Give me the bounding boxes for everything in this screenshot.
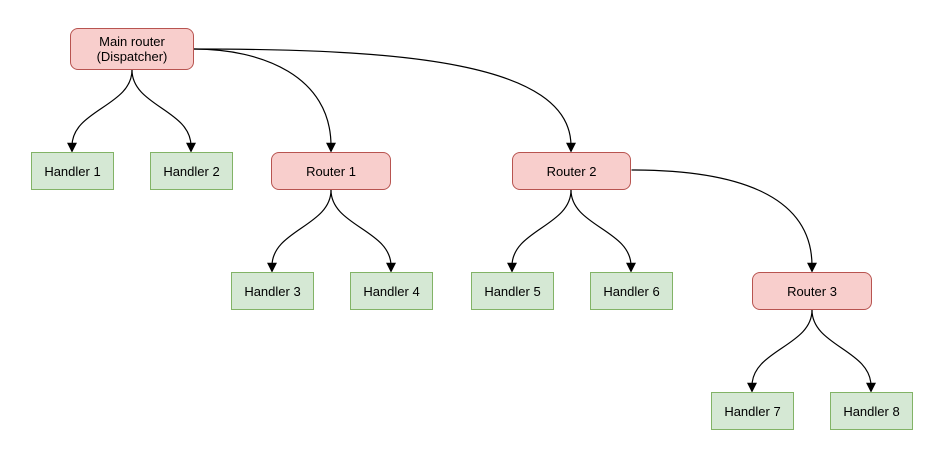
node-handler-8[interactable]: Handler 8 [830,392,913,430]
edge-router-2-to-handler-6 [570,189,636,273]
edge-router-1-to-handler-3-arrowhead-icon [267,262,277,273]
edge-router-1-to-handler-4-arrowhead-icon [386,262,396,273]
node-handler-4[interactable]: Handler 4 [350,272,433,310]
edge-main-to-router-2 [193,48,576,153]
edge-main-to-router-2-arrowhead-icon [566,142,576,153]
node-main-router[interactable]: Main router (Dispatcher) [70,28,194,70]
edge-router-1-to-handler-3-path [271,189,332,267]
node-handler-6[interactable]: Handler 6 [590,272,673,310]
node-handler-5[interactable]: Handler 5 [471,272,554,310]
edge-main-to-handler-1-path [71,69,133,147]
edge-router-3-to-handler-8 [811,309,876,393]
edge-router-3-to-handler-7 [747,309,813,393]
edge-router-2-to-router-3-path [631,169,813,267]
edge-router-3-to-handler-7-arrowhead-icon [747,382,757,393]
edge-main-to-handler-2-path [131,69,192,147]
edge-main-to-handler-2 [131,69,196,153]
edge-router-3-to-handler-8-path [811,309,872,387]
edge-main-to-handler-2-arrowhead-icon [186,142,196,153]
node-handler-3[interactable]: Handler 3 [231,272,314,310]
node-router-1[interactable]: Router 1 [271,152,391,190]
node-router-3[interactable]: Router 3 [752,272,872,310]
edge-router-2-to-handler-6-path [570,189,632,267]
edge-router-3-to-handler-7-path [751,309,813,387]
edge-main-to-router-2-path [193,48,572,147]
edge-router-2-to-handler-6-arrowhead-icon [626,262,636,273]
node-handler-1[interactable]: Handler 1 [31,152,114,190]
edge-router-2-to-handler-5-arrowhead-icon [507,262,517,273]
node-handler-7[interactable]: Handler 7 [711,392,794,430]
edge-main-to-handler-1-arrowhead-icon [67,142,77,153]
edge-router-1-to-handler-4 [330,189,396,273]
edge-main-to-router-1-path [193,48,332,147]
edge-router-2-to-handler-5-path [511,189,572,267]
edge-router-2-to-router-3-arrowhead-icon [807,262,817,273]
edge-main-to-router-1-arrowhead-icon [326,142,336,153]
edge-router-1-to-handler-4-path [330,189,392,267]
edge-router-3-to-handler-8-arrowhead-icon [866,382,876,393]
edge-router-1-to-handler-3 [267,189,332,273]
node-router-2[interactable]: Router 2 [512,152,631,190]
edge-main-to-router-1 [193,48,336,153]
node-handler-2[interactable]: Handler 2 [150,152,233,190]
edge-main-to-handler-1 [67,69,133,153]
edge-router-2-to-router-3 [631,169,817,273]
edge-router-2-to-handler-5 [507,189,572,273]
